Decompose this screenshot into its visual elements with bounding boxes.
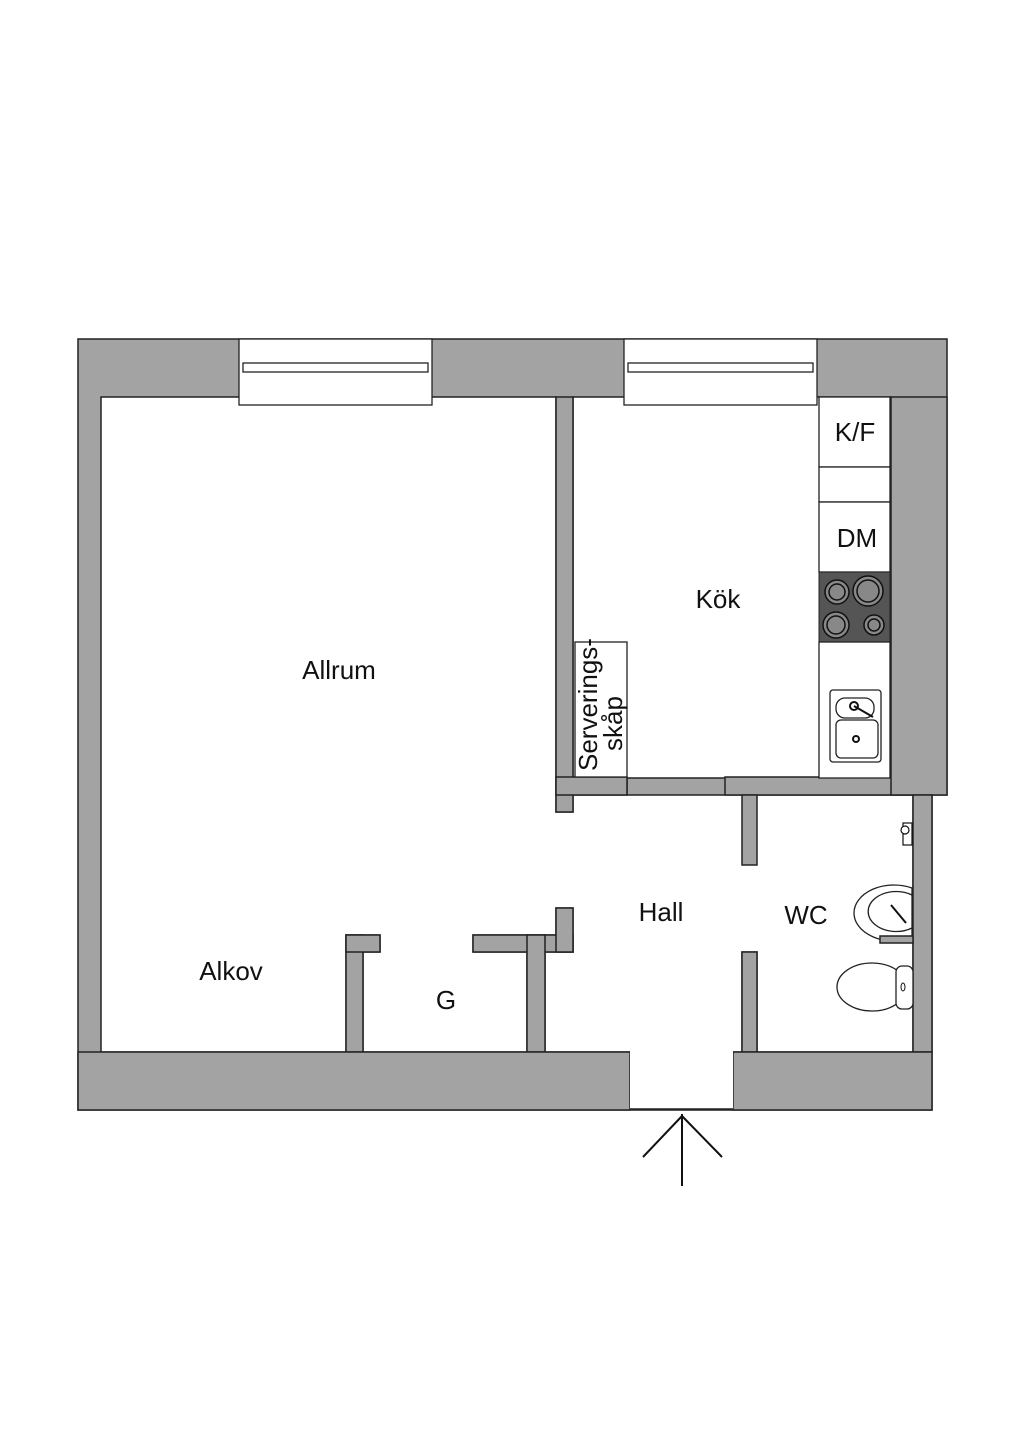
wall-closet-left-stub <box>345 934 381 953</box>
fridge-freezer <box>818 396 891 468</box>
label-allrum: Allrum <box>302 655 376 685</box>
label-closet-g: G <box>436 985 456 1015</box>
wall-right-upper <box>890 396 948 796</box>
wall-wc-lower <box>741 951 758 1053</box>
sink-icon <box>829 689 882 763</box>
window-kitchen <box>623 338 818 406</box>
window-allrum <box>238 338 433 406</box>
wall-closet-right <box>526 934 546 1053</box>
label-serving-cabinet-1: Serverings- <box>573 638 603 771</box>
label-alkov: Alkov <box>199 956 263 986</box>
wall-wc-upper <box>741 794 758 866</box>
label-fridge-freezer: K/F <box>835 417 875 447</box>
wall-allrum-kitchen <box>555 396 574 813</box>
washbasin-icon <box>853 884 914 944</box>
entrance-opening <box>630 1050 733 1109</box>
label-wc: WC <box>784 900 827 930</box>
toilet-icon <box>836 962 914 1012</box>
counter-segment <box>818 466 891 503</box>
wall-wc-right <box>912 794 933 1053</box>
faucet-icon <box>900 822 913 846</box>
wall-bottom-right <box>732 1051 933 1111</box>
label-dishwasher: DM <box>837 523 877 553</box>
kitchen-counter: K/F DM <box>818 396 891 779</box>
wall-hall-stub <box>555 907 574 953</box>
serving-cabinet <box>574 641 628 778</box>
label-hall: Hall <box>639 897 684 927</box>
wall-bottom-left <box>77 1051 631 1111</box>
wall-kitchen-hall <box>555 776 628 796</box>
entrance-arrow-icon <box>642 1114 723 1186</box>
label-kitchen: Kök <box>696 584 742 614</box>
stove-burners <box>822 575 885 639</box>
label-serving-cabinet-2: skåp <box>598 696 628 751</box>
